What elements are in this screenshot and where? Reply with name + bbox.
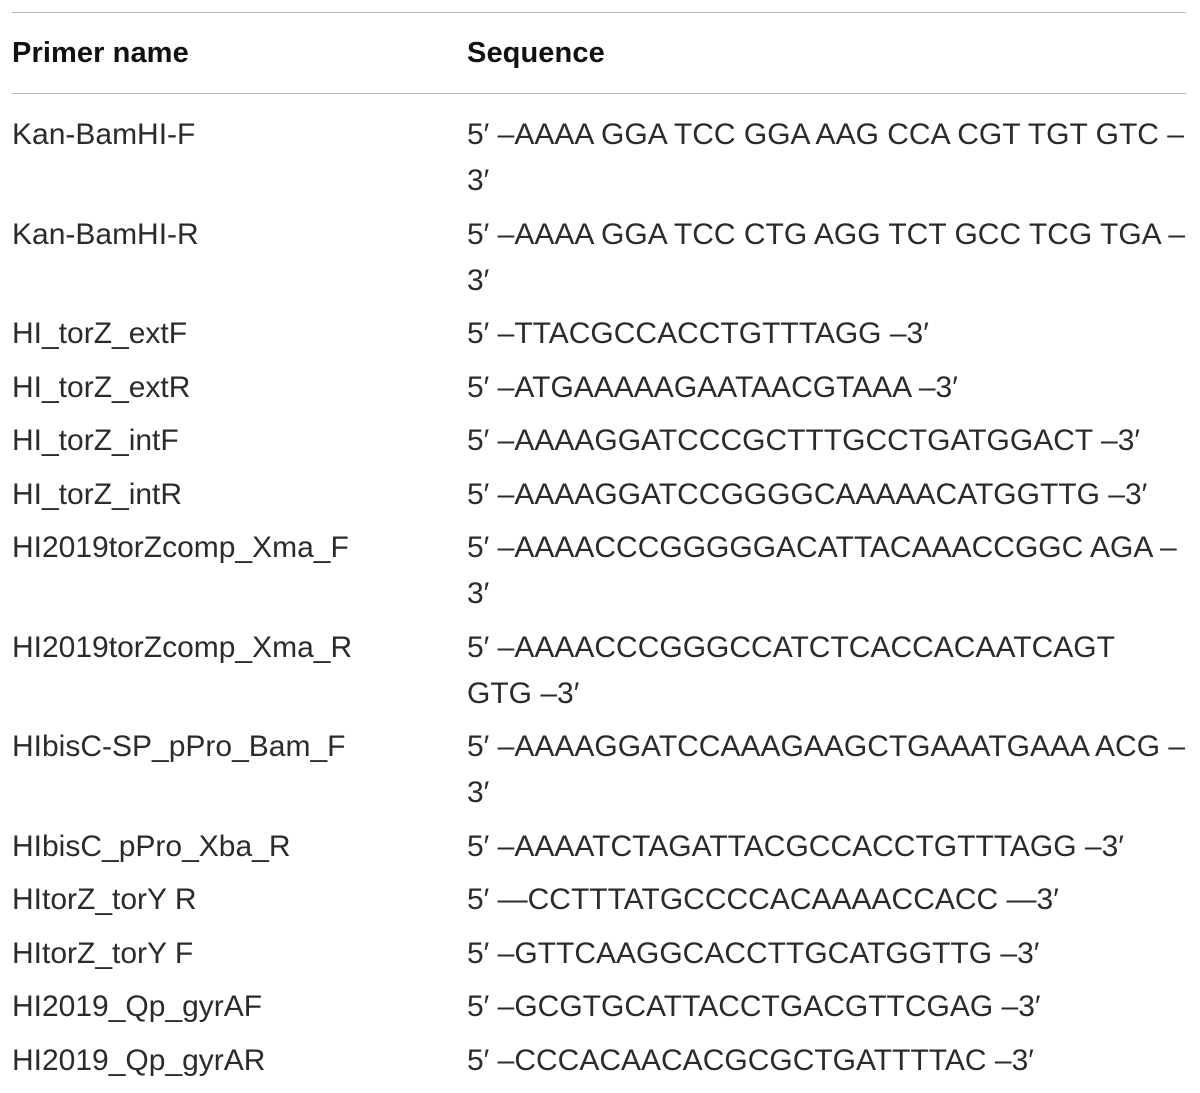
sequence-cell: 5′ –GTTCAAGGCACCTTGCATGGTTG –3′ (467, 936, 1040, 970)
header-primer-name: Primer name (12, 36, 189, 69)
primer-name-cell: Kan-BamHI-F (12, 118, 196, 151)
primer-name-cell: Kan-BamHI-R (12, 217, 199, 251)
header-sequence: Sequence (467, 36, 605, 69)
table-row: HItorZ_torY F 5′ –GTTCAAGGCACCTTGCATGGTT… (12, 931, 1186, 977)
table-row: HI2019_Qp_gyrAR 5′ –CCCACAACACGCGCTGATTT… (12, 1038, 1186, 1084)
table-row: HItorZ_torY R 5′ —CCTTTATGCCCCACAAAACCAC… (12, 877, 1186, 923)
sequence-cell: 5′ –AAAA GGA TCC CTG AGG TCT GCC TCG TGA… (467, 217, 1186, 297)
sequence-cell: 5′ –AAAACCCGGGCCATCTCACCACAATCAGT GTG –3… (467, 630, 1115, 710)
primer-name-cell: HI2019torZcomp_Xma_R (12, 630, 353, 664)
table-row: HI2019torZcomp_Xma_R 5′ –AAAACCCGGGCCATC… (12, 625, 1186, 717)
primer-name-cell: HI_torZ_intR (12, 477, 183, 511)
table-row: HI_torZ_extR 5′ –ATGAAAAAGAATAACGTAAA –3… (12, 365, 1186, 411)
table-top-rule (12, 12, 1186, 13)
primer-name-cell: HIbisC-SP_pPro_Bam_F (12, 730, 346, 763)
sequence-cell: 5′ –GCGTGCATTACCTGACGTTCGAG –3′ (467, 990, 1041, 1023)
primer-name-cell: HI_torZ_extR (12, 370, 191, 404)
table-row: HI2019_Qp_gyrAF 5′ –GCGTGCATTACCTGACGTTC… (12, 984, 1186, 1030)
primer-name-cell: HI2019_Qp_gyrAR (12, 1043, 266, 1077)
sequence-cell: 5′ –ATGAAAAAGAATAACGTAAA –3′ (467, 370, 958, 404)
table-row: HI_torZ_intR 5′ –AAAAGGATCCGGGGCAAAAACAT… (12, 472, 1186, 518)
table-header-rule (12, 93, 1186, 94)
table-body: Kan-BamHI-F 5′ –AAAA GGA TCC GGA AAG CCA… (12, 94, 1186, 1084)
table-row: HIbisC-SP_pPro_Bam_F 5′ –AAAAGGATCCAAAGA… (12, 724, 1186, 816)
table-row: HIbisC_pPro_Xba_R 5′ –AAAATCTAGATTACGCCA… (12, 824, 1186, 870)
table-row: HI_torZ_intF 5′ –AAAAGGATCCCGCTTTGCCTGAT… (12, 418, 1186, 464)
table-row: HI_torZ_extF 5′ –TTACGCCACCTGTTTAGG –3′ (12, 311, 1186, 357)
table-row: Kan-BamHI-F 5′ –AAAA GGA TCC GGA AAG CCA… (12, 112, 1186, 204)
sequence-cell: 5′ –AAAATCTAGATTACGCCACCTGTTTAGG –3′ (467, 829, 1124, 863)
sequence-cell: 5′ –CCCACAACACGCGCTGATTTTAC –3′ (467, 1043, 1034, 1077)
table-header-row: Primer name Sequence (12, 13, 1186, 93)
sequence-cell: 5′ –AAAAGGATCCGGGGCAAAAACATGGTTG –3′ (467, 477, 1148, 511)
sequence-cell: 5′ –AAAAGGATCCAAAGAAGCTGAAATGAAA ACG –3′ (467, 730, 1186, 809)
sequence-cell: 5′ —CCTTTATGCCCCACAAAACCACC —3′ (467, 883, 1059, 916)
sequence-cell: 5′ –TTACGCCACCTGTTTAGG –3′ (467, 317, 929, 350)
primer-name-cell: HI_torZ_intF (12, 424, 179, 457)
primer-name-cell: HIbisC_pPro_Xba_R (12, 829, 291, 863)
table-row: HI2019torZcomp_Xma_F 5′ –AAAACCCGGGGGACA… (12, 525, 1186, 617)
primer-name-cell: HI2019torZcomp_Xma_F (12, 531, 349, 564)
primer-name-cell: HItorZ_torY F (12, 936, 194, 970)
primer-table: Primer name Sequence Kan-BamHI-F 5′ –AAA… (12, 12, 1186, 1091)
sequence-cell: 5′ –AAAA GGA TCC GGA AAG CCA CGT TGT GTC… (467, 118, 1184, 197)
sequence-cell: 5′ –AAAAGGATCCCGCTTTGCCTGATGGACT –3′ (467, 424, 1141, 457)
primer-name-cell: HI2019_Qp_gyrAF (12, 990, 263, 1023)
sequence-cell: 5′ –AAAACCCGGGGGACATTACAAACCGGC AGA –3′ (467, 531, 1177, 610)
primer-name-cell: HI_torZ_extF (12, 317, 188, 350)
primer-name-cell: HItorZ_torY R (12, 883, 197, 916)
table-row: Kan-BamHI-R 5′ –AAAA GGA TCC CTG AGG TCT… (12, 212, 1186, 304)
